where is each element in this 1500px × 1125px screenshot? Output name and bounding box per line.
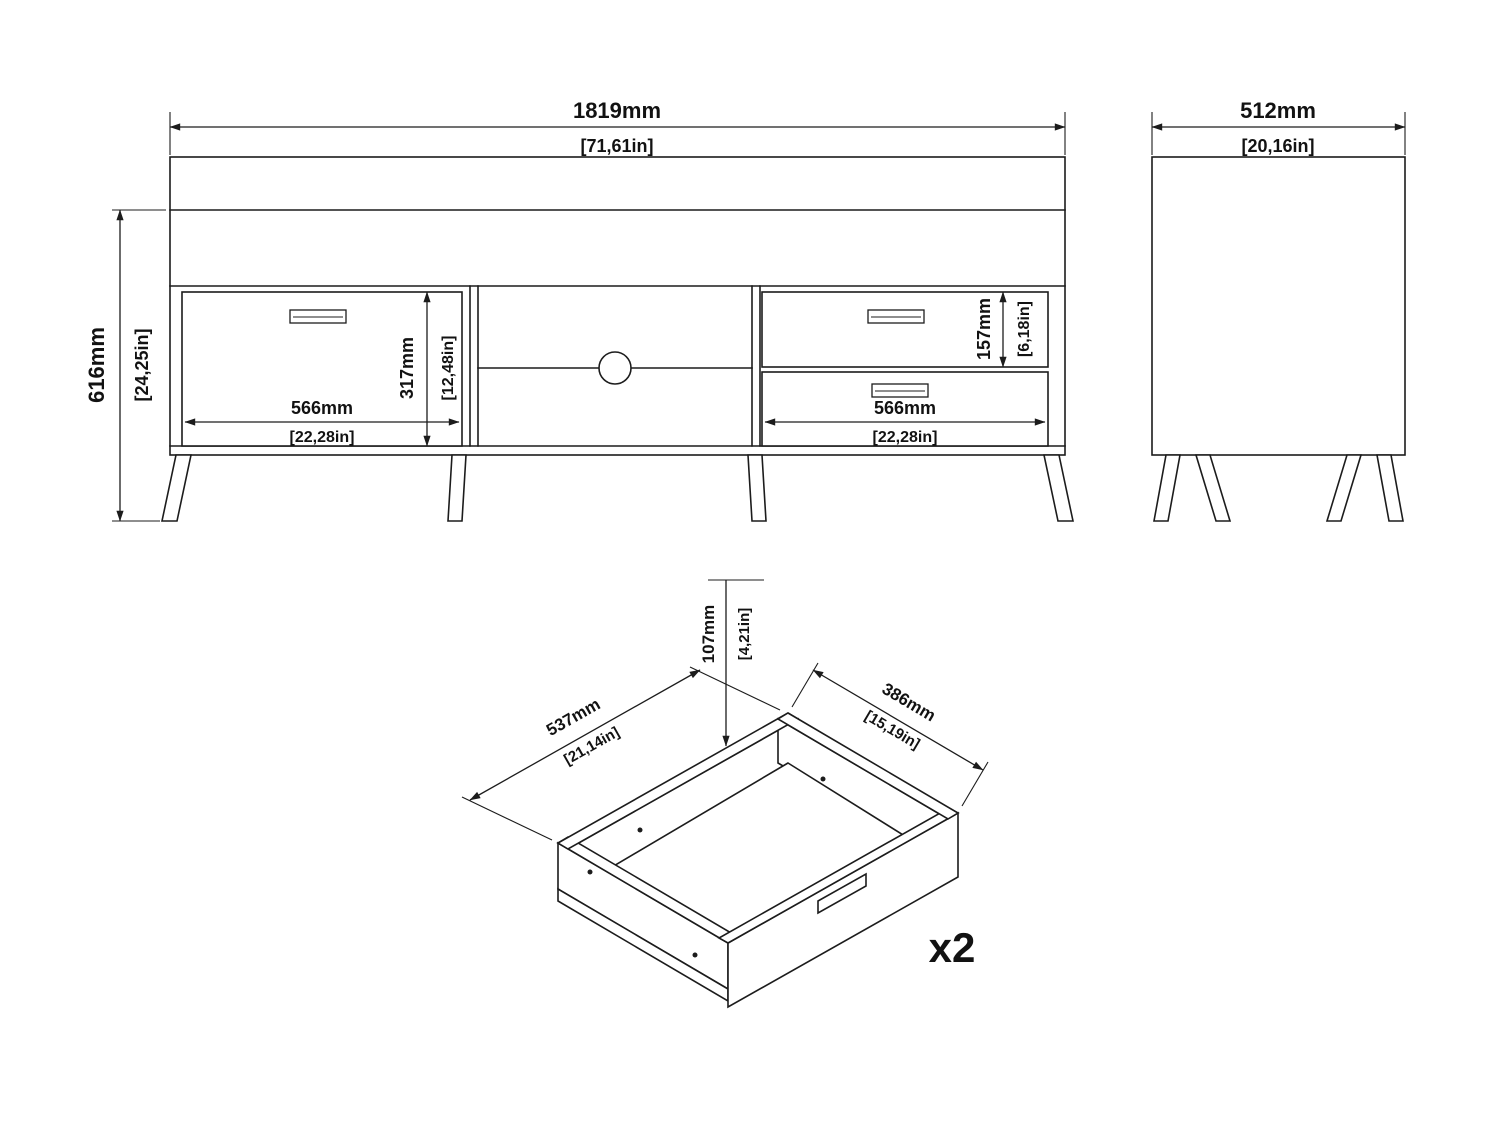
leg [447,454,467,522]
left-drawer-handle [289,309,347,324]
right-drawer-width-in-label: [22,28in] [873,429,938,446]
dim-right-drawer-height: 157mm [6,18in] [974,291,1033,368]
drawer-height-in-label: [4,21in] [736,608,753,661]
dim-overall-width: 1819mm [71,61in] [169,98,1066,156]
right-top-drawer-front [761,291,1049,368]
left-drawer-width-mm-label: 566mm [291,398,353,418]
side-depth-mm-label: 512mm [1240,98,1316,123]
dim-right-drawer-width: 566mm [22,28in] [764,398,1046,446]
dim-compartment-height: 317mm [12,48in] [397,291,457,447]
right-bottom-drawer-handle [871,383,929,398]
leg [747,454,767,522]
side-view: 512mm [20,16in] [1151,98,1406,522]
leg [1325,454,1363,522]
divider-panels [469,285,761,447]
leg [1153,454,1181,522]
front-height-in-label: [24,25in] [132,328,152,401]
side-legs [1153,454,1404,522]
leg [1194,454,1232,522]
dim-drawer-height: 107mm [4,21in] [699,579,764,747]
compartment-height-mm-label: 317mm [397,337,417,399]
front-height-mm-label: 616mm [84,327,109,403]
dim-left-drawer-width: 566mm [22,28in] [184,398,460,446]
dim-depth: 512mm [20,16in] [1151,98,1406,156]
right-drawer-width-mm-label: 566mm [874,398,936,418]
right-top-drawer-handle [867,309,925,324]
left-drawer-width-in-label: [22,28in] [290,429,355,446]
compartment-height-in-label: [12,48in] [440,336,457,401]
side-outline [1151,156,1406,456]
drawer-handle [817,872,867,915]
dim-overall-height: 616mm [24,25in] [84,209,166,522]
drawer-quantity-label: x2 [929,924,976,971]
screw-holes [587,776,826,958]
leg [161,454,192,522]
drawer-depth-in-label: [21,14in] [561,724,622,769]
right-drawer-height-mm-label: 157mm [974,298,994,360]
front-width-mm-label: 1819mm [573,98,661,123]
right-drawer-height-in-label: [6,18in] [1016,301,1033,357]
drawer-iso-view: 107mm [4,21in] 537mm [21,14in] 386mm [15… [461,579,989,1009]
cable-hole [598,351,632,385]
front-width-in-label: [71,61in] [580,136,653,156]
leg [1376,454,1404,522]
drawer-depth-mm-label: 537mm [543,695,603,740]
drawer-height-mm-label: 107mm [699,605,718,664]
front-view: 1819mm [71,61in] 616mm [24,25in] 566mm [… [84,98,1074,522]
front-legs [161,454,1074,522]
side-depth-in-label: [20,16in] [1241,136,1314,156]
leg [1043,454,1074,522]
